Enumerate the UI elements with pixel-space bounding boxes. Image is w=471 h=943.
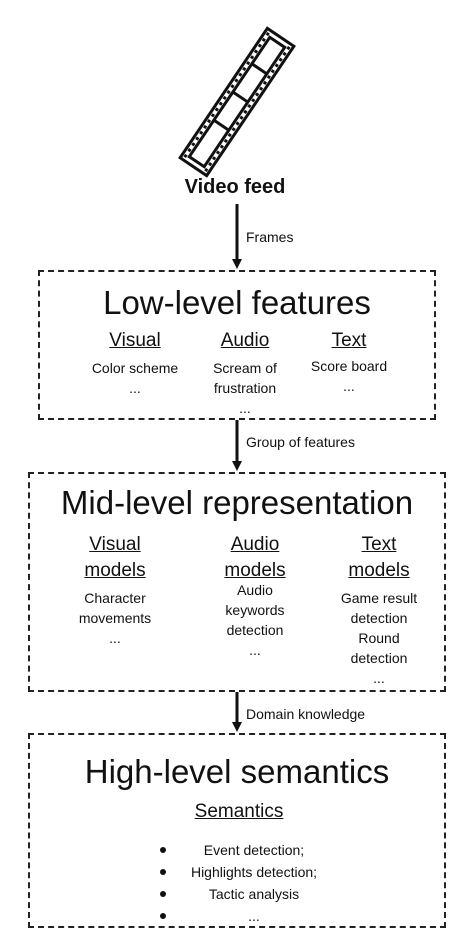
list-item: Event detection; (160, 839, 330, 861)
mid-col-audio-head: Audio models (224, 534, 286, 581)
mid-col-text-head: Text models (348, 534, 410, 581)
low-col-audio-body: Scream of frustration ... (213, 360, 277, 416)
low-col-text-head: Text (331, 330, 367, 351)
mid-level-title: Mid-level representation (60, 484, 414, 521)
semantics-heading: Semantics (194, 801, 284, 822)
bullet-icon (160, 847, 166, 853)
low-col-text-body: Score board ... (310, 358, 388, 394)
edge-label-domain-knowledge: Domain knowledge (246, 706, 366, 722)
list-item: Highlights detection; (160, 861, 330, 883)
edge-label-frames: Frames (246, 229, 294, 245)
film-strip-icon (178, 26, 296, 178)
high-level-semantics-box: High-level semantics Semantics Event det… (28, 733, 446, 928)
video-feed-label: Video feed (184, 176, 286, 198)
low-col-visual-head: Visual (109, 330, 161, 351)
mid-col-audio-body: Audio keywords detection ... (225, 582, 285, 658)
low-col-audio-head: Audio (220, 330, 270, 351)
low-level-title: Low-level features (103, 284, 371, 321)
bullet-icon (160, 891, 166, 897)
bullet-icon (160, 913, 166, 919)
edge-label-group-of-features: Group of features (246, 434, 355, 450)
mid-level-representation-box: Mid-level representation Visual models A… (28, 472, 446, 692)
semantics-list: Event detection; Highlights detection; T… (160, 839, 330, 927)
list-item: Tactic analysis (160, 883, 330, 905)
low-level-features-box: Low-level features Visual Audio Text Col… (38, 270, 436, 420)
low-col-visual-body: Color scheme ... (91, 360, 179, 396)
high-level-title: High-level semantics (84, 753, 390, 790)
mid-col-text-body: Game result detection Round detection ..… (340, 590, 418, 686)
mid-col-visual-body: Character movements ... (78, 590, 152, 646)
list-item: ... (160, 905, 330, 927)
mid-col-visual-head: Visual models (84, 534, 146, 581)
bullet-icon (160, 869, 166, 875)
